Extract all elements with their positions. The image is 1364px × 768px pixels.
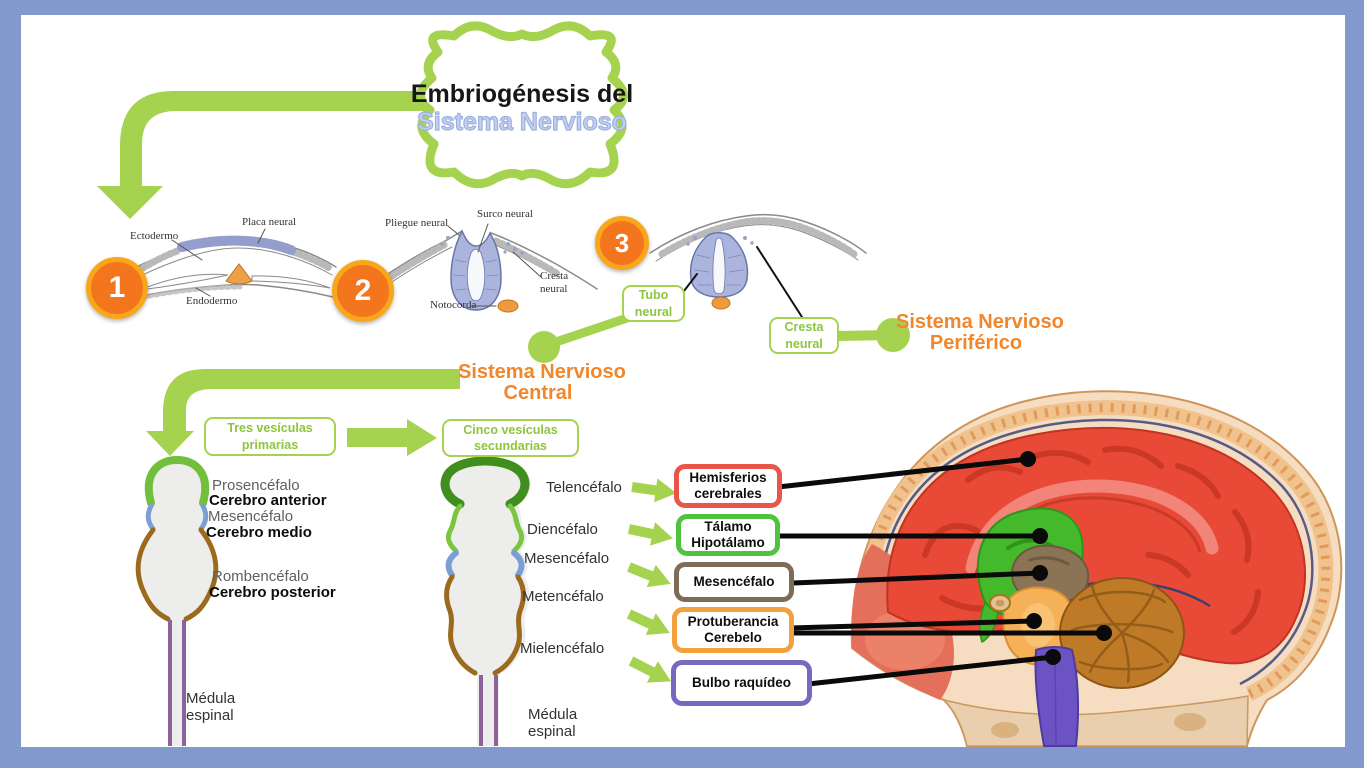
badge-3: 3: [595, 216, 649, 270]
stage1-drawing: [107, 228, 337, 304]
pliegue-neural-label: Pliegue neural: [385, 217, 449, 229]
surco-neural-label: Surco neural: [477, 208, 533, 220]
cinco-vesiculas-box: Cinco vesículas secundarias: [442, 419, 579, 457]
mesencefalo-box: Mesencéfalo: [674, 562, 794, 602]
talamo-hipotalamo-box: Tálamo Hipotálamo: [676, 514, 780, 556]
badge-1: 1: [86, 257, 148, 319]
title-line1: Embriogénesis del: [410, 80, 634, 108]
snc-heading: Sistema Nervioso Central: [458, 361, 626, 404]
cerebro-posterior-label: Cerebro posterior: [209, 584, 336, 601]
brain-illustration: [850, 390, 1343, 747]
pointer-dots: [1020, 451, 1112, 665]
mielencefalo-label: Mielencéfalo: [520, 640, 605, 657]
prosencefalo-label: Prosencéfalo: [212, 477, 300, 494]
three-vesicle-figure: [135, 455, 219, 746]
metencefalo-label: Metencéfalo: [522, 588, 604, 605]
tres-vesiculas-box: Tres vesículas primarias: [204, 417, 336, 456]
cerebro-medio-label: Cerebro medio: [206, 524, 312, 541]
title-line2: Sistema Nervioso: [416, 107, 627, 136]
secondary-arrows: [626, 478, 677, 683]
hemisferios-cerebrales-box: Hemisferios cerebrales: [674, 464, 782, 508]
medula-espinal-primary-label: Médula espinal: [186, 690, 236, 724]
telencefalo-label: Telencéfalo: [546, 479, 622, 496]
snp-heading: Sistema Nervioso Periférico: [896, 311, 1064, 354]
endodermo-label: Endodermo: [186, 295, 238, 307]
badge-2: 2: [332, 260, 394, 322]
cerebro-anterior-label: Cerebro anterior: [209, 492, 327, 509]
bulbo-raquideo-box: Bulbo raquídeo: [671, 660, 812, 706]
cresta-neural-box: Cresta neural: [769, 317, 839, 354]
rombencefalo-label: Rombencéfalo: [212, 568, 309, 585]
notocorda-label: Notocorda: [430, 299, 477, 311]
placa-neural-label: Placa neural: [242, 216, 297, 228]
title-elbow-arrow: [97, 91, 445, 219]
mesencefalo-primary-label: Mesencéfalo: [208, 508, 294, 525]
medula-espinal-secondary-label: Médula espinal: [528, 706, 578, 740]
vesicle-arrow: [347, 419, 437, 456]
tubo-neural-box: Tubo neural: [622, 285, 685, 322]
stage3-drawing: [649, 213, 867, 318]
page-title: Embriogénesis del Sistema Nervioso: [404, 80, 640, 137]
snc-elbow-arrow: [146, 369, 460, 456]
stage2-drawing: [361, 223, 598, 313]
protuberancia-cerebelo-box: Protuberancia Cerebelo: [672, 607, 794, 653]
pointer-lines: [773, 456, 1107, 687]
title-frame: [416, 21, 628, 189]
five-vesicle-figure: [440, 456, 531, 746]
diencefalo-label: Diencéfalo: [527, 521, 598, 538]
cresta-neural-label: Cresta neural: [540, 270, 569, 295]
mesencefalo-secondary-label: Mesencéfalo: [524, 550, 610, 567]
ectodermo-label: Ectodermo: [130, 230, 179, 242]
green-connectors: [528, 312, 910, 363]
